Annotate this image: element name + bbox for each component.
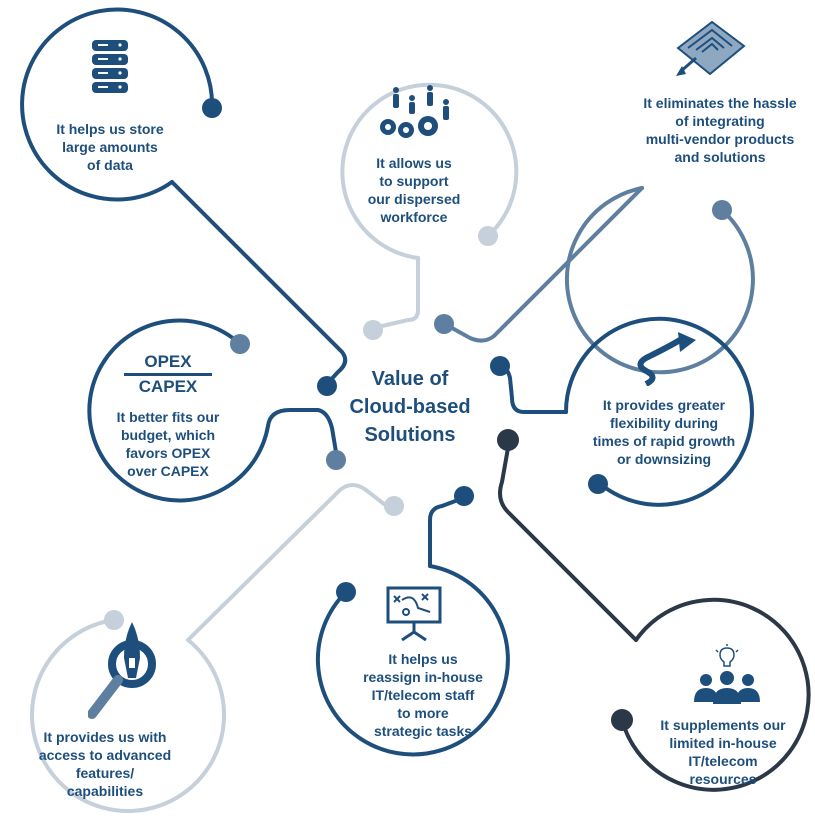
maze-icon — [676, 20, 746, 76]
node-store-data-dot — [202, 98, 222, 118]
connector-reassign-staff — [428, 498, 460, 568]
connector-flexibility — [498, 364, 568, 414]
connector-dispersed-workforce-dot — [363, 320, 383, 340]
label-line: our dispersed — [367, 191, 461, 207]
node-supplements-resources-dot — [611, 709, 633, 731]
center-title: Value of Cloud-based Solutions — [330, 365, 490, 449]
node-multi-vendor-arc — [564, 186, 755, 375]
label-line: to more — [397, 705, 449, 721]
label-line: reassign in-house — [363, 669, 483, 685]
label-line: resources — [689, 771, 757, 787]
node-reassign-staff-dot — [336, 582, 356, 602]
fraction-bar — [124, 373, 212, 376]
label-line: capabilities — [66, 783, 144, 799]
label-line: IT/telecom staff — [371, 687, 475, 703]
label-advanced-features: It provides us with access to advanced f… — [30, 728, 180, 800]
connector-opex-capex-dot — [326, 450, 346, 470]
label-line: It provides greater — [602, 397, 726, 413]
connector-supplements-resources-dot — [497, 429, 519, 451]
label-line: to support — [379, 173, 449, 189]
node-opex-capex — [87, 318, 338, 503]
node-flexibility-arc — [564, 316, 754, 507]
label-line: It allows us — [376, 155, 452, 171]
label-store-data: It helps us store large amounts of data — [40, 120, 180, 174]
label-flexibility: It provides greater flexibility during t… — [584, 396, 744, 468]
label-line: It provides us with — [43, 729, 167, 745]
label-line: of data — [87, 157, 133, 173]
label-line: features/ — [75, 765, 135, 781]
node-advanced-features — [30, 483, 386, 813]
database-icon — [92, 40, 128, 93]
label-line: It helps us store — [56, 121, 164, 137]
center-title-line: Solutions — [364, 424, 456, 446]
center-title-line: Value of — [371, 368, 449, 390]
connector-advanced-features-dot — [384, 496, 404, 516]
connector-reassign-staff-dot — [454, 486, 474, 506]
label-line: It eliminates the hassle — [643, 95, 797, 111]
connector-opex-capex — [266, 408, 338, 454]
node-opex-capex-dot — [230, 334, 250, 354]
node-dispersed-workforce-arc — [340, 82, 519, 260]
node-store-data-arc — [20, 7, 215, 202]
node-advanced-features-dot — [104, 610, 124, 630]
node-flexibility-dot — [588, 474, 608, 494]
label-line: strategic tasks — [373, 723, 473, 739]
node-store-data — [20, 7, 348, 386]
team-idea-icon — [694, 644, 760, 704]
fraction-numerator: OPEX — [144, 352, 192, 371]
label-line: large amounts — [62, 139, 158, 155]
label-supplements-resources: It supplements our limited in-house IT/t… — [648, 716, 798, 788]
connector-dispersed-workforce — [380, 256, 420, 328]
center-title-line: Cloud-based — [349, 396, 471, 418]
node-supplements-resources — [498, 446, 811, 792]
node-reassign-staff-arc — [315, 564, 510, 757]
node-reassign-staff — [315, 498, 510, 757]
label-reassign-staff: It helps us reassign in-house IT/telecom… — [348, 650, 498, 740]
connector-store-data — [170, 180, 348, 386]
label-line: limited in-house — [669, 735, 777, 751]
label-line: of integrating — [675, 113, 765, 129]
opex-capex-fraction: OPEX CAPEX — [120, 352, 216, 397]
connector-advanced-features — [186, 483, 386, 642]
connector-multi-vendor — [450, 186, 644, 343]
label-opex-capex: It better fits our budget, which favors … — [98, 408, 238, 480]
label-line: or downsizing — [616, 451, 712, 467]
label-line: It supplements our — [660, 717, 786, 733]
fraction-denominator: CAPEX — [138, 377, 198, 396]
connector-flexibility-dot — [490, 356, 510, 376]
connector-multi-vendor-dot — [434, 314, 454, 334]
label-line: It better fits our — [116, 409, 220, 425]
label-line: It helps us — [388, 651, 458, 667]
label-line: workforce — [380, 209, 448, 225]
node-multi-vendor-dot — [712, 200, 732, 220]
label-line: times of rapid growth — [592, 433, 736, 449]
node-advanced-features-arc — [30, 618, 226, 813]
label-line: multi-vendor products — [645, 131, 795, 147]
node-multi-vendor — [450, 186, 755, 375]
label-dispersed-workforce: It allows us to support our dispersed wo… — [344, 154, 484, 226]
node-dispersed-workforce-dot — [478, 226, 498, 246]
strategy-board-icon — [386, 586, 442, 642]
label-line: flexibility during — [609, 415, 719, 431]
label-line: budget, which — [120, 427, 216, 443]
node-supplements-resources-arc — [620, 597, 811, 792]
spiral-arrow-icon — [637, 332, 696, 386]
node-opex-capex-arc — [87, 318, 270, 503]
label-line: over CAPEX — [127, 463, 209, 479]
label-line: IT/telecom — [688, 753, 758, 769]
connector-store-data-dot — [317, 376, 337, 396]
people-gears-icon — [380, 85, 449, 138]
label-line: and solutions — [674, 149, 766, 165]
label-line: favors OPEX — [125, 445, 211, 461]
node-dispersed-workforce — [340, 82, 519, 328]
label-multi-vendor: It eliminates the hassle of integrating … — [632, 94, 808, 166]
label-line: access to advanced — [38, 747, 172, 763]
rocket-magnifier-icon — [88, 622, 156, 719]
connector-supplements-resources — [498, 446, 638, 642]
